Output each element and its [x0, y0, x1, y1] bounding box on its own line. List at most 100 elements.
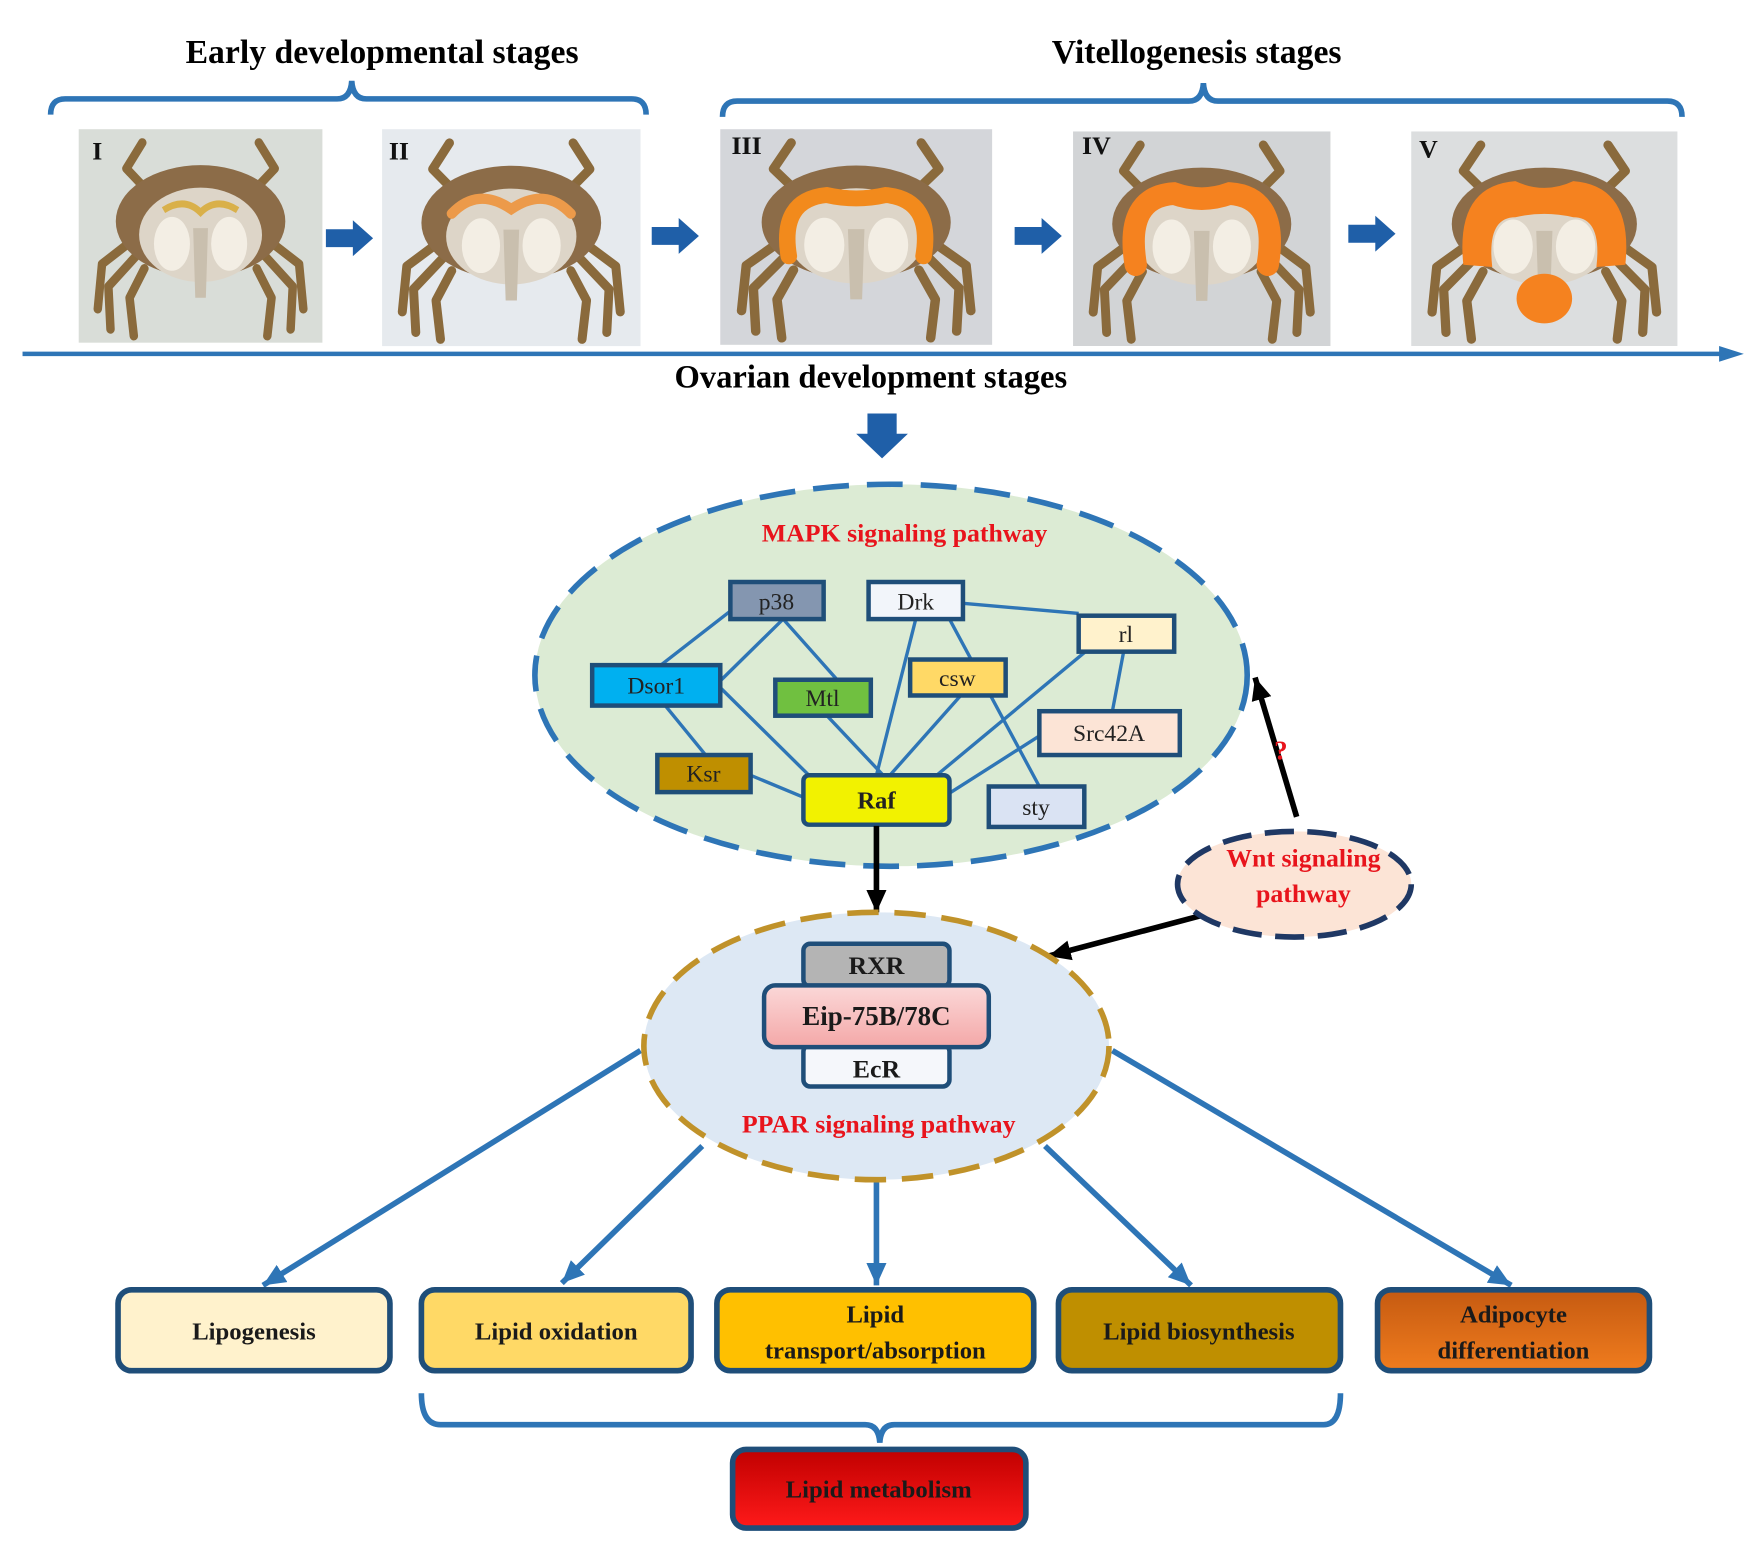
- summary-label: Lipid metabolism: [786, 1477, 972, 1504]
- mapk-node-mtl: Mtl: [773, 677, 874, 718]
- early-stages-bracket: [47, 80, 649, 115]
- node-box: [773, 677, 874, 718]
- mapk-edge: [781, 617, 839, 681]
- mapk-edge: [931, 650, 1087, 780]
- node-label: Raf: [857, 788, 896, 815]
- ppar-to-lipid-oxidation-arrow: [559, 1144, 705, 1286]
- mapk-edge: [659, 605, 738, 667]
- ovary: [779, 186, 934, 265]
- unknown-link-label: ?: [1274, 736, 1287, 766]
- node-label: Drk: [897, 589, 934, 615]
- node-box: [986, 784, 1087, 830]
- node-label: Src42A: [1073, 721, 1145, 747]
- mapk-node-drk: Drk: [866, 579, 966, 622]
- stage-arrow-icon: [1014, 217, 1062, 254]
- timeline-arrowhead-icon: [1719, 346, 1744, 362]
- ovary: [446, 193, 576, 219]
- ppar-to-lipid-biosynthesis-arrow: [1043, 1143, 1193, 1288]
- stage-ii-label: II: [389, 137, 409, 166]
- wnt-pathway-ellipse: [1174, 828, 1415, 940]
- outcome-lipid-transport-absorption: Lipid transport/absorption: [714, 1287, 1037, 1374]
- mapk-edges: [659, 601, 1126, 800]
- vitellogenesis-stages-bracket: [719, 82, 1685, 117]
- stage-arrow-icon: [325, 220, 374, 257]
- outcome-lipid-oxidation: Lipid oxidation: [418, 1287, 694, 1374]
- ppar-pathway-title: PPAR signaling pathway: [742, 1110, 1016, 1139]
- mapk-edge: [874, 618, 918, 776]
- mapk-node-ksr: Ksr: [655, 752, 753, 795]
- mapk-node-p38: p38: [728, 579, 826, 622]
- receptor-box: [761, 983, 992, 1050]
- stage-v-label: V: [1419, 134, 1438, 163]
- node-box: [907, 657, 1008, 698]
- mapk-edge: [947, 618, 1041, 788]
- mapk-node-rl: rl: [1076, 613, 1177, 654]
- mapk-node-sty: sty: [986, 784, 1087, 830]
- ovary: [1462, 181, 1627, 267]
- lipid-metabolism-box: Lipid metabolism: [729, 1446, 1029, 1531]
- stage-i-label: I: [92, 137, 102, 166]
- wnt-to-mapk-arrow: [1251, 676, 1300, 818]
- mapk-edge: [825, 714, 885, 777]
- down-arrow-icon: [856, 413, 908, 459]
- outcome-box: [1374, 1287, 1653, 1374]
- stage-iii-label: III: [731, 131, 761, 160]
- outcome-lipogenesis: Lipogenesis: [115, 1287, 393, 1374]
- early-stages-heading: Early developmental stages: [186, 34, 579, 71]
- outcome-lipid-biosynthesis: Lipid biosynthesis: [1055, 1287, 1344, 1374]
- wnt-pathway-title-line2: pathway: [1256, 879, 1351, 908]
- ppar-outcome-arrows: [261, 1048, 1513, 1288]
- stage-arrow-icon: [1348, 215, 1396, 252]
- outcome-label-line1: Lipid: [846, 1301, 904, 1328]
- outcome-label: Lipid biosynthesis: [1103, 1318, 1295, 1345]
- node-box: [801, 773, 952, 827]
- node-box: [866, 579, 966, 622]
- mapk-edge: [719, 686, 822, 788]
- outcome-label-line1: Adipocyte: [1460, 1301, 1567, 1328]
- receptor-label: RXR: [848, 951, 904, 980]
- receptor-eip-75b-78c: Eip-75B/78C: [761, 983, 992, 1050]
- mapk-pathway-title: MAPK signaling pathway: [762, 519, 1048, 548]
- mapk-node-src42a: Src42A: [1037, 708, 1183, 758]
- node-box: [1037, 708, 1183, 758]
- ppar-to-adipocyte-arrow: [1110, 1048, 1513, 1288]
- vitellogenesis-stages-heading: Vitellogenesis stages: [1052, 34, 1342, 71]
- node-label: sty: [1022, 795, 1050, 821]
- node-label: Ksr: [686, 761, 720, 787]
- stage-iii-photo: [720, 129, 993, 345]
- node-label: Mtl: [805, 686, 840, 712]
- node-label: csw: [939, 666, 976, 692]
- mapk-edge: [962, 601, 1079, 616]
- receptor-rxr: RXR: [801, 941, 952, 989]
- ppar-to-lipogenesis-arrow: [261, 1048, 642, 1288]
- node-label: rl: [1119, 622, 1134, 648]
- lipid-metabolism-bracket: [418, 1393, 1344, 1443]
- outcome-box: [1055, 1287, 1344, 1374]
- mapk-edge: [1110, 651, 1126, 712]
- outcome-label: Lipogenesis: [192, 1318, 316, 1345]
- mapk-edge: [948, 734, 1041, 795]
- outcome-box: [115, 1287, 393, 1374]
- outcome-label: Lipid oxidation: [475, 1318, 638, 1345]
- receptor-label: Eip-75B/78C: [802, 1001, 950, 1031]
- ovary: [161, 200, 240, 217]
- outcome-label-line2: differentiation: [1438, 1337, 1590, 1364]
- node-box: [655, 752, 753, 795]
- receptor-label: EcR: [853, 1055, 901, 1084]
- timeline-label: Ovarian development stages: [674, 360, 1067, 396]
- stage-iv-label: IV: [1082, 131, 1111, 160]
- outcome-adipocyte-differentiation: Adipocyte differentiation: [1374, 1287, 1653, 1374]
- mapk-node-dsor1: Dsor1: [589, 662, 723, 708]
- outcome-box: [418, 1287, 694, 1374]
- stage-iv-photo: [1073, 131, 1331, 346]
- outcome-box: [714, 1287, 1037, 1374]
- wnt-pathway-title-line1: Wnt signaling: [1226, 843, 1380, 872]
- ovary: [1122, 182, 1282, 276]
- ovary-lower: [1516, 273, 1573, 324]
- stage-arrow-icon: [651, 217, 699, 254]
- wnt-to-ppar-arrow: [1047, 909, 1215, 961]
- mapk-node-raf: Raf: [801, 773, 952, 827]
- summary-box: [729, 1446, 1029, 1531]
- mapk-edge: [663, 704, 707, 757]
